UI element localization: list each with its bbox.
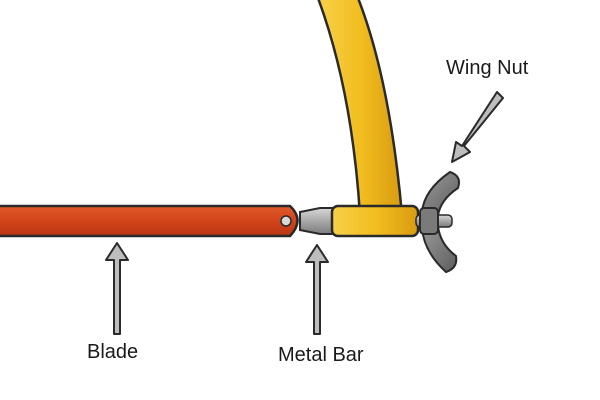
wing-nut-label: Wing Nut [446,57,529,79]
metal-bar-shape [299,207,337,235]
metal-bar-arrow [305,244,329,335]
blade-pin [280,215,292,227]
blade-arrow [105,242,129,335]
blade-label: Blade [87,341,139,363]
wing-nut-arrow [451,91,504,163]
frame-end [330,204,420,238]
frame-upright [317,0,404,217]
wing-nut-shape [419,170,460,274]
blade-shape [0,204,299,238]
metal-bar-label: Metal Bar [278,344,364,366]
